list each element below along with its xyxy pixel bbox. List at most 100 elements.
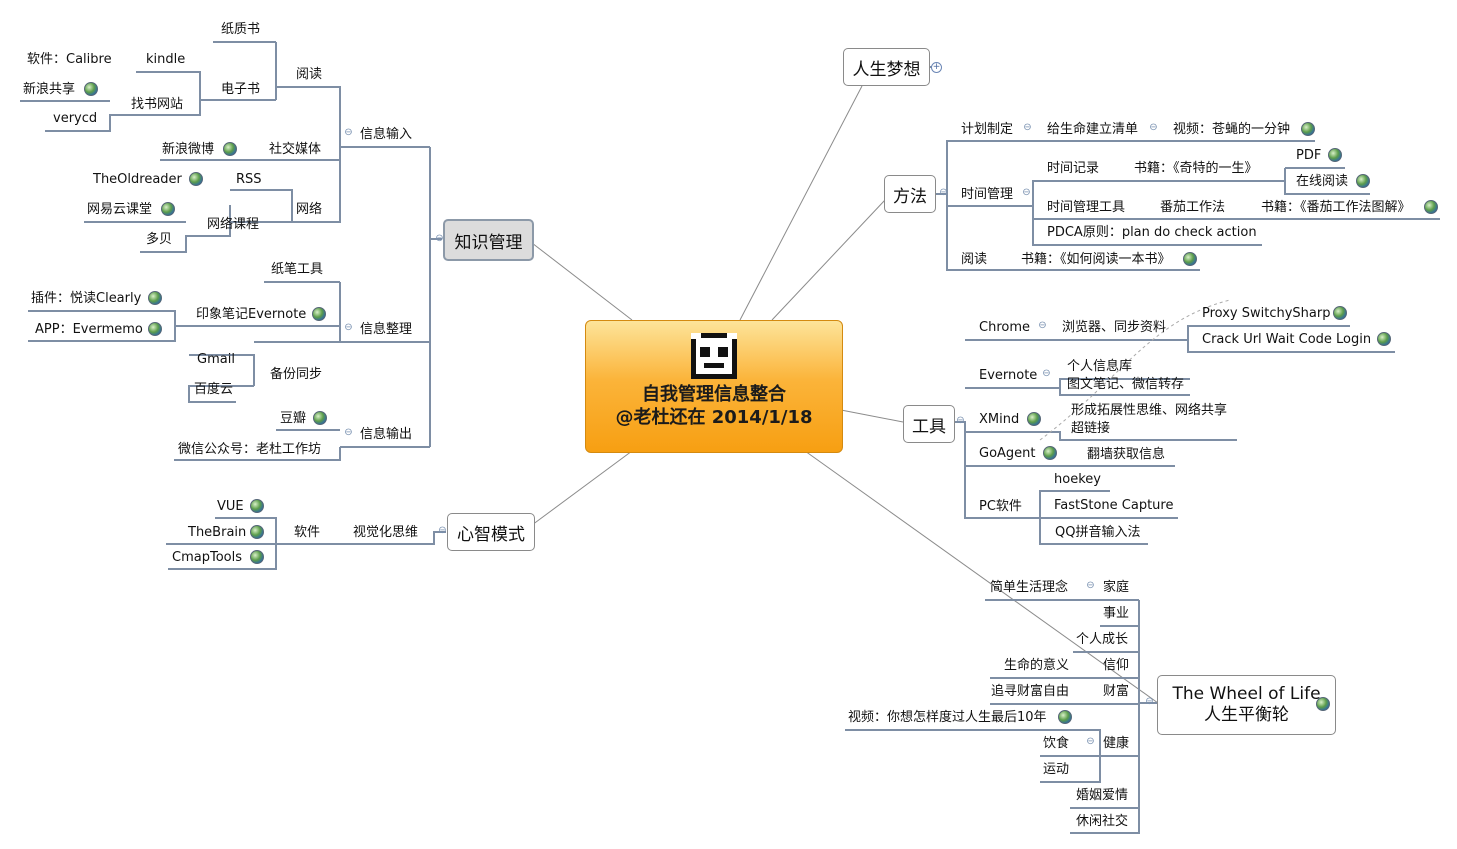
hyperlink-globe-icon[interactable] bbox=[1027, 412, 1041, 426]
hyperlink-globe-icon[interactable] bbox=[1043, 446, 1057, 460]
node-online-course[interactable]: 网络课程 bbox=[207, 217, 260, 232]
node-wechat-account[interactable]: 微信公众号：老杜工作坊 bbox=[178, 442, 322, 457]
node-health[interactable]: 健康 bbox=[1103, 736, 1130, 751]
hyperlink-globe-icon[interactable] bbox=[1058, 710, 1072, 724]
hyperlink-globe-icon[interactable] bbox=[161, 202, 175, 216]
node-verycd[interactable]: verycd bbox=[53, 111, 98, 126]
node-douban[interactable]: 豆瓣 bbox=[280, 411, 307, 426]
node-info-organize[interactable]: 信息整理 bbox=[360, 322, 413, 337]
node-evernote[interactable]: Evernote bbox=[979, 368, 1038, 383]
node-leisure[interactable]: 休闲社交 bbox=[1076, 814, 1129, 829]
collapse-toggle-icon[interactable]: ⊖ bbox=[1086, 736, 1095, 747]
node-theoldreader[interactable]: TheOldreader bbox=[93, 172, 182, 187]
node-sina-weibo[interactable]: 新浪微博 bbox=[162, 142, 215, 157]
node-diet[interactable]: 饮食 bbox=[1043, 736, 1070, 751]
node-personal-library[interactable]: 个人信息库 bbox=[1067, 359, 1133, 374]
node-life-list[interactable]: 给生命建立清单 bbox=[1047, 122, 1139, 137]
node-social-media[interactable]: 社交媒体 bbox=[269, 142, 322, 157]
node-info-output[interactable]: 信息输出 bbox=[360, 427, 413, 442]
node-online-read[interactable]: 在线阅读 bbox=[1296, 174, 1349, 189]
collapse-toggle-icon[interactable]: ⊖ bbox=[1022, 187, 1031, 198]
collapse-toggle-icon[interactable]: ⊖ bbox=[344, 427, 353, 438]
node-kindle[interactable]: kindle bbox=[146, 52, 186, 67]
node-find-book-site[interactable]: 找书网站 bbox=[131, 97, 184, 112]
collapse-toggle-icon[interactable]: ⊖ bbox=[1145, 696, 1154, 707]
node-duobei[interactable]: 多贝 bbox=[146, 232, 173, 247]
node-wealth[interactable]: 财富 bbox=[1103, 684, 1130, 699]
node-network[interactable]: 网络 bbox=[296, 202, 323, 217]
hyperlink-globe-icon[interactable] bbox=[1356, 174, 1370, 188]
node-xmind[interactable]: XMind bbox=[979, 412, 1020, 427]
node-browser-sync[interactable]: 浏览器、同步资料 bbox=[1062, 320, 1167, 335]
node-hoekey[interactable]: hoekey bbox=[1054, 472, 1101, 487]
node-growth[interactable]: 个人成长 bbox=[1076, 632, 1129, 647]
hyperlink-globe-icon[interactable] bbox=[250, 525, 264, 539]
collapse-toggle-icon[interactable]: ⊖ bbox=[1042, 368, 1051, 379]
node-faith[interactable]: 信仰 bbox=[1103, 658, 1130, 673]
hyperlink-globe-icon[interactable] bbox=[84, 82, 98, 96]
node-book-how-to-read[interactable]: 书籍：《如何阅读一本书》 bbox=[1021, 252, 1171, 267]
hyperlink-globe-icon[interactable] bbox=[148, 322, 162, 336]
hyperlink-globe-icon[interactable] bbox=[250, 499, 264, 513]
collapse-toggle-icon[interactable]: ⊖ bbox=[1086, 580, 1095, 591]
node-expand-thinking[interactable]: 形成拓展性思维、网络共享 bbox=[1071, 403, 1228, 418]
node-vue[interactable]: VUE bbox=[217, 499, 244, 514]
collapse-toggle-icon[interactable]: ⊖ bbox=[1038, 320, 1047, 331]
node-rss[interactable]: RSS bbox=[236, 172, 262, 187]
node-book-pomodoro[interactable]: 书籍：《番茄工作法图解》 bbox=[1261, 200, 1411, 215]
node-pdca[interactable]: PDCA原则：plan do check action bbox=[1047, 225, 1257, 240]
node-life-meaning[interactable]: 生命的意义 bbox=[1004, 658, 1070, 673]
node-simple-life[interactable]: 简单生活理念 bbox=[990, 580, 1069, 595]
node-backup-sync[interactable]: 备份同步 bbox=[270, 367, 323, 382]
node-pc-software[interactable]: PC软件 bbox=[979, 499, 1022, 514]
node-chrome[interactable]: Chrome bbox=[979, 320, 1030, 335]
node-hyperlink[interactable]: 超链接 bbox=[1071, 421, 1111, 436]
topic-wheel-of-life[interactable]: The Wheel of Life 人生平衡轮 bbox=[1157, 675, 1336, 735]
collapse-toggle-icon[interactable]: ⊖ bbox=[956, 415, 965, 426]
node-notes-wechat[interactable]: 图文笔记、微信转存 bbox=[1067, 377, 1185, 392]
node-sina-share[interactable]: 新浪共享 bbox=[23, 82, 76, 97]
node-evermemo[interactable]: APP：Evermemo bbox=[35, 322, 143, 337]
node-plan[interactable]: 计划制定 bbox=[961, 122, 1014, 137]
node-gmail[interactable]: Gmail bbox=[197, 352, 235, 367]
node-netease-class[interactable]: 网易云课堂 bbox=[87, 202, 153, 217]
node-career[interactable]: 事业 bbox=[1103, 606, 1130, 621]
node-ebook[interactable]: 电子书 bbox=[221, 82, 261, 97]
hyperlink-globe-icon[interactable] bbox=[1316, 697, 1330, 711]
node-wealth-freedom[interactable]: 追寻财富自由 bbox=[991, 684, 1070, 699]
node-book-strange-life[interactable]: 书籍：《奇特的一生》 bbox=[1134, 161, 1258, 176]
node-evernote-cn[interactable]: 印象笔记Evernote bbox=[196, 307, 307, 322]
hyperlink-globe-icon[interactable] bbox=[313, 411, 327, 425]
hyperlink-globe-icon[interactable] bbox=[148, 291, 162, 305]
node-paper-book[interactable]: 纸质书 bbox=[221, 22, 261, 37]
node-time-record[interactable]: 时间记录 bbox=[1047, 161, 1100, 176]
node-faststone[interactable]: FastStone Capture bbox=[1054, 498, 1174, 513]
node-family[interactable]: 家庭 bbox=[1103, 580, 1130, 595]
node-wall-info[interactable]: 翻墙获取信息 bbox=[1087, 447, 1166, 462]
node-time-tool[interactable]: 时间管理工具 bbox=[1047, 200, 1126, 215]
node-reading[interactable]: 阅读 bbox=[296, 67, 323, 82]
collapse-toggle-icon[interactable]: ⊖ bbox=[344, 127, 353, 138]
topic-tools[interactable]: 工具 bbox=[903, 405, 955, 443]
hyperlink-globe-icon[interactable] bbox=[1328, 148, 1342, 162]
node-sport[interactable]: 运动 bbox=[1043, 762, 1070, 777]
hyperlink-globe-icon[interactable] bbox=[1301, 122, 1315, 136]
node-marriage[interactable]: 婚姻爱情 bbox=[1076, 788, 1129, 803]
node-pdf[interactable]: PDF bbox=[1296, 148, 1322, 163]
node-crack-url[interactable]: Crack Url Wait Code Login bbox=[1202, 332, 1372, 347]
topic-method[interactable]: 方法 bbox=[884, 175, 936, 213]
hyperlink-globe-icon[interactable] bbox=[1377, 332, 1391, 346]
node-goagent[interactable]: GoAgent bbox=[979, 446, 1036, 461]
node-pen-paper[interactable]: 纸笔工具 bbox=[271, 262, 324, 277]
collapse-toggle-icon[interactable]: ⊖ bbox=[435, 233, 444, 244]
node-software[interactable]: 软件 bbox=[294, 525, 321, 540]
expand-toggle[interactable]: + bbox=[931, 62, 942, 73]
node-proxy-switchysharp[interactable]: Proxy SwitchySharp bbox=[1202, 306, 1331, 321]
node-calibre[interactable]: 软件：Calibre bbox=[27, 52, 112, 67]
node-time-management[interactable]: 时间管理 bbox=[961, 187, 1014, 202]
collapse-toggle-icon[interactable]: ⊖ bbox=[1023, 122, 1032, 133]
hyperlink-globe-icon[interactable] bbox=[250, 550, 264, 564]
node-thebrain[interactable]: TheBrain bbox=[188, 525, 247, 540]
collapse-toggle-icon[interactable]: ⊖ bbox=[1149, 122, 1158, 133]
node-video-fly[interactable]: 视频：苍蝇的一分钟 bbox=[1173, 122, 1291, 137]
